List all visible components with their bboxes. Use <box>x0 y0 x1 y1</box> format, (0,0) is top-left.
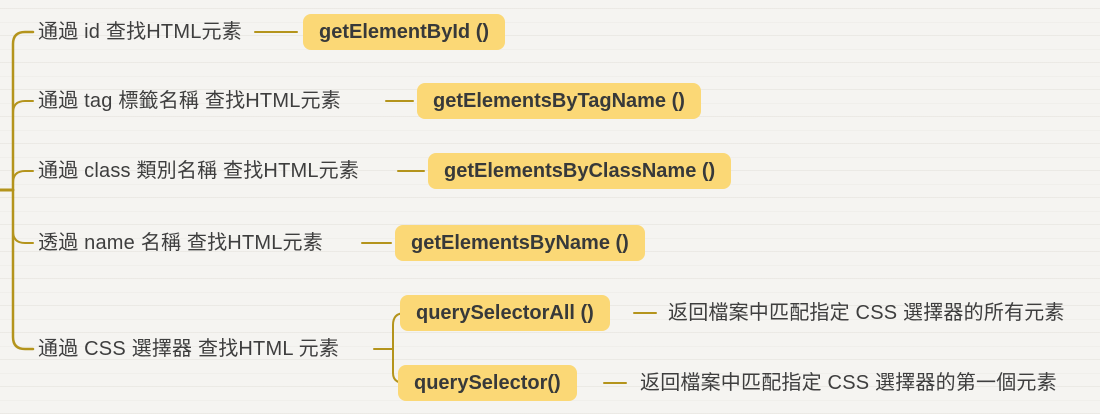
description-queryselector[interactable]: 返回檔案中匹配指定 CSS 選擇器的第一個元素 <box>640 372 1057 394</box>
trunk-line <box>11 30 35 351</box>
topic-by-name[interactable]: 透過 name 名稱 查找HTML元素 <box>38 232 323 254</box>
topic-by-class[interactable]: 通過 class 類別名稱 查找HTML元素 <box>38 160 360 182</box>
topic-by-id[interactable]: 通過 id 查找HTML元素 <box>38 21 242 43</box>
branch-hook-tag <box>12 100 34 114</box>
description-queryselectorall[interactable]: 返回檔案中匹配指定 CSS 選擇器的所有元素 <box>668 302 1065 324</box>
method-box-queryselectorall[interactable]: querySelectorAll () <box>400 295 610 331</box>
topic-by-tag[interactable]: 通過 tag 標籤名稱 查找HTML元素 <box>38 90 341 112</box>
method-box-getelementsbyname[interactable]: getElementsByName () <box>395 225 645 261</box>
method-box-getelementsbyclassname[interactable]: getElementsByClassName () <box>428 153 732 189</box>
topic-by-css-selector[interactable]: 通過 CSS 選擇器 查找HTML 元素 <box>38 338 340 360</box>
branch-hook-name <box>12 230 34 244</box>
method-box-getelementsbytagname[interactable]: getElementsByTagName () <box>417 83 701 119</box>
method-box-queryselector[interactable]: querySelector() <box>398 365 577 401</box>
method-box-getelementbyid[interactable]: getElementById () <box>303 14 506 50</box>
branch-hook-class <box>12 170 34 184</box>
